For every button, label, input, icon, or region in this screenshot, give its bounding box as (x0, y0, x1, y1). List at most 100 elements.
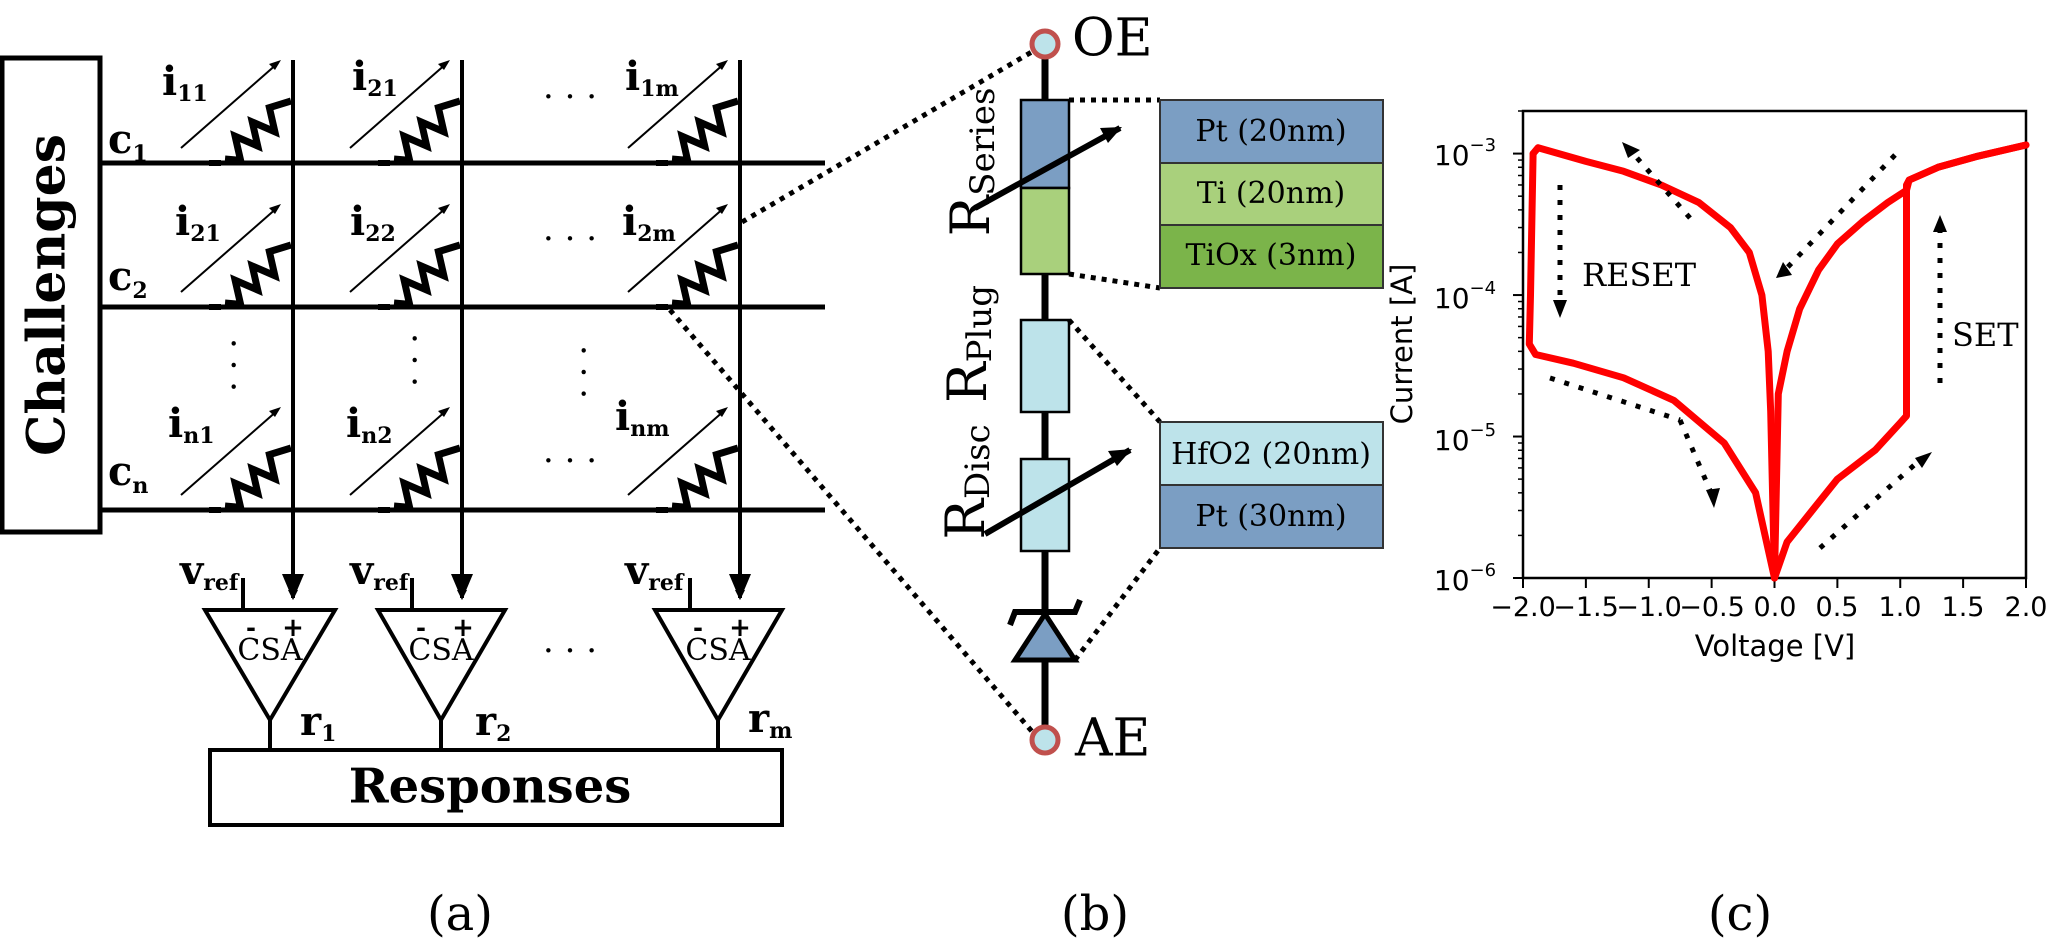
resistor-zigzag (671, 241, 740, 309)
arrow-bottom-left (1549, 375, 1681, 423)
column-arrow-2 (451, 574, 473, 600)
memristor-cell-3-2 (349, 407, 462, 513)
variable-arrowhead (438, 204, 450, 214)
csa-plus-m: + (729, 613, 751, 643)
arrowhead-top-right (1776, 262, 1792, 278)
arrowhead-reset (1553, 300, 1567, 318)
variable-arrow (349, 409, 448, 496)
cell-label-inm: inm (615, 393, 669, 442)
cell-label-i21-top: i21 (352, 53, 398, 102)
responses-label: Responses (349, 759, 632, 815)
memristor-cell-1-3 (627, 60, 740, 166)
r-disc-label: RDisc (934, 424, 998, 539)
layer-hfo2-20 (1159, 421, 1384, 486)
cell-label-i11: i11 (162, 58, 208, 107)
challenges-box (0, 55, 103, 535)
x-tick-label-m1.0: −1.0 (1616, 592, 1682, 623)
csa-label-1: CSA (237, 633, 303, 668)
vref-label-1: vref (179, 547, 240, 596)
r-plug-box (1019, 318, 1071, 414)
variable-arrow (180, 409, 279, 496)
output-label-r1: r1 (300, 698, 336, 747)
zoom-line-top (740, 47, 1037, 225)
layer-pt-30-label: Pt (30nm) (1195, 499, 1346, 534)
direction-arrowheads (1553, 142, 1947, 508)
csa-amplifier-m (651, 578, 786, 750)
variable-arrowhead (438, 60, 450, 70)
memristor-cell-1-2 (349, 60, 462, 166)
arrow-bottom-right (1818, 458, 1922, 550)
vref-label-2: vref (349, 547, 410, 596)
diode-symbol (1007, 598, 1083, 663)
r-disc-arrowhead (1108, 449, 1132, 466)
variable-arrow (180, 62, 279, 149)
variable-arrowhead (269, 60, 281, 70)
x-tick-label-m2.0: −2.0 (1490, 592, 1556, 623)
variable-arrow (627, 62, 726, 149)
csa-plus-1: + (282, 613, 304, 643)
chart-ticks (1513, 110, 2027, 588)
direction-arrows (1549, 148, 1943, 550)
variable-arrowhead (716, 407, 728, 417)
r-series-top (1019, 98, 1071, 190)
variable-arrow (349, 206, 448, 293)
y-tick-label-1e-3: 10−3 (1434, 135, 1496, 172)
y-axis-label: Current [A] (1385, 264, 1419, 425)
resistor-zigzag (671, 97, 740, 165)
csa-plus-2: + (452, 613, 474, 643)
variable-arrowhead (269, 407, 281, 417)
zoom-line-bottom (668, 308, 1037, 737)
output-label-r2: r2 (475, 698, 511, 747)
layer-pt-20-label: Pt (20nm) (1195, 114, 1346, 149)
variable-arrow (349, 62, 448, 149)
r-series-arrowhead (1100, 127, 1122, 143)
variable-arrow (180, 206, 279, 293)
terminal-oe-label: OE (1072, 9, 1153, 69)
row-label-cn: cn (108, 448, 148, 499)
csa-minus-2: - (416, 614, 426, 642)
x-axis-label: Voltage [V] (1695, 629, 1855, 663)
csa-amplifier-2 (374, 578, 509, 750)
connector-bottom-1 (1067, 318, 1162, 424)
connector-bottom-2 (1073, 546, 1162, 662)
resistor-zigzag (224, 97, 293, 165)
csa-amplifier-1 (201, 578, 339, 750)
variable-arrow (627, 206, 726, 293)
y-tick-label-1e-4: 10−4 (1434, 278, 1496, 315)
layer-tiox-3-label: TiOx (3nm) (1186, 238, 1357, 273)
y-tick-label-1e-5: 10−5 (1434, 420, 1496, 457)
panel-c-iv-chart: 10−3 10−4 10−5 10−6 −2.0 −1.5 −1.0 −0.5 … (1385, 109, 2047, 942)
challenges-label: Challenges (17, 134, 78, 456)
resistor-zigzag (224, 444, 293, 512)
x-tick-label-0.0: 0.0 (1754, 592, 1797, 623)
row-label-c2: c2 (108, 253, 148, 304)
ellipsis-row1: · · · (543, 77, 597, 117)
annotation-set: SET (1952, 316, 2019, 354)
variable-arrowhead (269, 204, 281, 214)
resistor-zigzag (671, 444, 740, 512)
cell-label-i21: i21 (175, 198, 221, 247)
variable-arrow (627, 409, 726, 496)
vdots-col2: · · · (394, 333, 434, 387)
cell-label-i22: i22 (350, 198, 396, 247)
cell-label-i2m: i2m (622, 198, 676, 247)
arrow-top-left (1628, 148, 1692, 220)
x-tick-label-0.5: 0.5 (1816, 592, 1859, 623)
csa-label-m: CSA (685, 633, 751, 668)
arrow-top-right (1783, 153, 1897, 272)
cell-label-i1m: i1m (625, 53, 679, 102)
y-tick-label-1e-6: 10−6 (1434, 560, 1496, 597)
variable-arrowhead (438, 407, 450, 417)
caption-c: (c) (1708, 886, 1772, 942)
layer-stack-top: Pt (20nm) Ti (20nm) TiOx (3nm) (1159, 99, 1384, 289)
r-plug-label: RPlug (936, 285, 1000, 403)
column-arrow-1 (282, 574, 304, 600)
arrowhead-top-left (1622, 142, 1640, 158)
terminal-ae (1029, 724, 1061, 756)
crossbar-cells (180, 60, 740, 513)
cell-label-in2: in2 (346, 400, 393, 449)
variable-arrowhead (716, 204, 728, 214)
x-tick-label-m0.5: −0.5 (1679, 592, 1745, 623)
